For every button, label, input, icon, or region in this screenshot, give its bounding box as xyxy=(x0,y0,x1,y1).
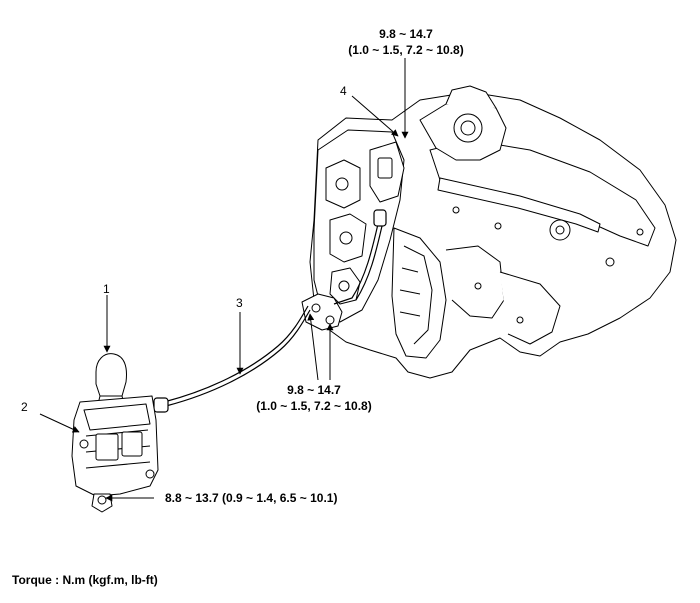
callout-4: 4 xyxy=(340,84,347,98)
torque-top-nm: 9.8 ~ 14.7 xyxy=(379,27,433,41)
torque-middle-nm: 9.8 ~ 14.7 xyxy=(287,383,341,397)
leader-lines xyxy=(39,58,409,502)
callout-1: 1 xyxy=(103,282,110,296)
torque-top-alt: (1.0 ~ 1.5, 7.2 ~ 10.8) xyxy=(348,43,464,57)
leader-torque-mid-a xyxy=(307,313,319,381)
leader-4 xyxy=(351,95,399,137)
shift-cable xyxy=(153,209,387,413)
callout-2: 2 xyxy=(21,400,28,414)
shift-lever-assembly xyxy=(71,353,159,513)
engine-transaxle-assembly xyxy=(301,85,677,379)
torque-units-note: Torque : N.m (kgf.m, lb-ft) xyxy=(12,573,158,587)
callout-3: 3 xyxy=(236,296,243,310)
leader-2 xyxy=(39,413,80,433)
torque-bottom: 8.8 ~ 13.7 (0.9 ~ 1.4, 6.5 ~ 10.1) xyxy=(165,491,338,505)
torque-middle-alt: (1.0 ~ 1.5, 7.2 ~ 10.8) xyxy=(256,399,372,413)
